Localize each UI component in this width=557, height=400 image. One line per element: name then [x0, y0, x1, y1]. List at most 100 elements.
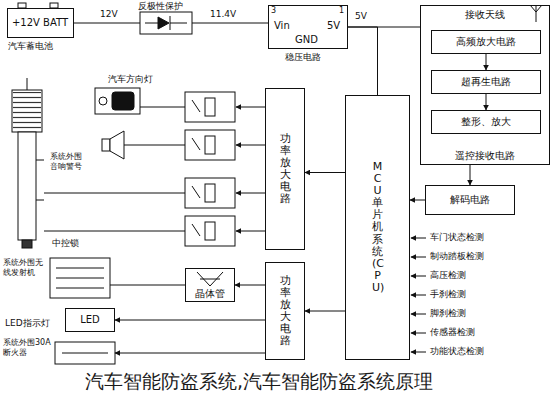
label: 系统外围30A断火器 [3, 338, 51, 357]
door-lock-actuator [22, 240, 32, 248]
turn-lamp [95, 88, 140, 114]
label: 12V [100, 9, 118, 20]
relay-symbol [185, 130, 235, 160]
turn-lamp [112, 92, 134, 110]
label: 11.4V [210, 9, 236, 20]
relay-symbol [185, 92, 235, 246]
connector [486, 94, 487, 110]
door-lock-actuator [13, 92, 41, 130]
relay-symbol [185, 178, 235, 208]
label: 汽车蓄电池 [8, 41, 53, 52]
wire [411, 276, 426, 277]
label: 中控锁 [52, 238, 79, 249]
diode-symbol [140, 12, 192, 34]
door-lock-actuator [27, 78, 28, 90]
label: 车门状态检测 [430, 232, 484, 243]
node-text: 超再生电路 [432, 76, 540, 88]
label: 汽车方向灯 [108, 74, 153, 85]
transistor-box: 晶体管 [185, 268, 235, 302]
connector [348, 27, 378, 95]
relay-symbol [192, 224, 200, 236]
wire [411, 333, 426, 334]
wire [411, 238, 426, 239]
turn-lamp [99, 97, 107, 105]
node-text: GND [295, 34, 318, 46]
antenna-symbol [536, 5, 537, 22]
node-text: 接收天线 [421, 9, 549, 21]
connector [235, 285, 265, 286]
relay-symbol [185, 92, 235, 122]
label: 手刹检测 [430, 289, 466, 300]
cutoff-relay [55, 342, 115, 364]
wire [115, 353, 265, 354]
door-lock-actuator [36, 200, 44, 201]
node-text: 整形、放大 [432, 116, 540, 128]
label: 功能状态检测 [430, 346, 484, 357]
wire [44, 193, 185, 194]
connector [115, 320, 265, 321]
label: 高压检测 [430, 270, 466, 281]
wire [411, 352, 426, 353]
relay-symbol [205, 98, 215, 116]
wire [236, 231, 265, 232]
cutoff-relay [62, 353, 108, 354]
alarm-speaker [124, 145, 130, 146]
wire [411, 295, 426, 296]
label: 传感器检测 [430, 327, 475, 338]
node-text: 晶体管 [195, 288, 225, 300]
transistor-symbol [200, 279, 220, 280]
relay-symbol [205, 184, 215, 202]
process-box: 超再生电路 [431, 70, 541, 94]
label: 5V [355, 11, 367, 22]
label: 制动踏板检测 [430, 251, 484, 262]
wire [44, 231, 185, 232]
relay-symbol [192, 138, 200, 150]
transmitter [50, 258, 110, 298]
wire [236, 145, 265, 146]
connector [74, 23, 269, 24]
wire [411, 257, 426, 258]
label: 稳压电路 [285, 52, 321, 63]
wire [411, 314, 426, 315]
amplifier-box: 功率放大电路 [265, 88, 305, 250]
receiver-panel: 接收天线遥控接收电路高频放大电路超再生电路整形、放大 [420, 5, 550, 165]
process-box: 高频放大电路 [431, 30, 541, 54]
connector [348, 27, 420, 28]
node-text: 高频放大电路 [432, 36, 540, 48]
alarm-speaker [102, 131, 130, 159]
node-text: MCU单片机系统(CPU) [372, 161, 383, 294]
node-text: +12V BATT [12, 17, 68, 29]
label: 反极性保护 [138, 1, 183, 12]
transistor-symbol [197, 272, 223, 286]
diode-symbol [170, 23, 187, 24]
alarm-speaker [102, 139, 110, 151]
connector [305, 311, 345, 312]
node-text: LED [80, 314, 100, 326]
transmitter [56, 268, 104, 269]
door-lock-actuator [36, 160, 44, 161]
node-text: 解码电路 [450, 194, 490, 206]
connector [486, 54, 487, 70]
node-text: 5V [327, 20, 340, 32]
label: 系统外围无线发射机 [3, 258, 48, 277]
wire [130, 145, 185, 146]
wire [236, 193, 265, 194]
battery-box: +12V BATT [7, 8, 74, 38]
wire [110, 285, 185, 286]
transmitter [56, 288, 104, 289]
alarm-speaker [110, 131, 124, 159]
amplifier-box: 功率放大电路 [265, 262, 305, 360]
label: LED指示灯 [5, 318, 50, 329]
label: 3 [271, 6, 276, 16]
transmitter [50, 258, 110, 298]
node-text: 功率放大电路 [280, 133, 291, 206]
caption: 汽车智能防盗系统,汽车智能防盗系统原理 [82, 369, 436, 395]
antenna-symbol [530, 5, 542, 22]
diode-symbol [140, 12, 192, 34]
led-box: LED [65, 308, 115, 332]
wire [236, 107, 265, 108]
node-text: 功率放大电路 [280, 275, 291, 348]
diode-symbol [158, 17, 169, 29]
mcu-box: MCU单片机系统(CPU) [345, 95, 410, 360]
transistor-symbol [197, 272, 223, 286]
